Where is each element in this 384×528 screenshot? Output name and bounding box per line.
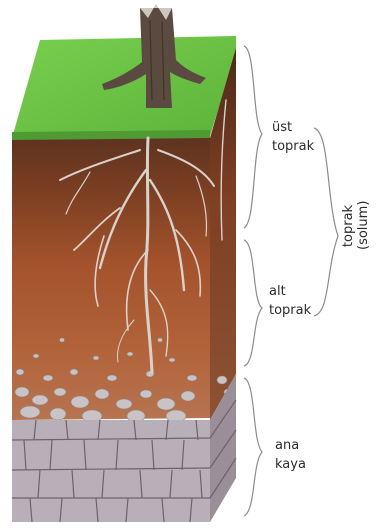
label-subsoil: alt toprak — [269, 282, 311, 320]
label-solum-line2: (solum) — [356, 202, 371, 250]
label-bedrock-line1: ana — [275, 436, 306, 455]
bedrock-front-face — [12, 420, 210, 522]
label-bedrock-line2: kaya — [275, 455, 306, 474]
label-topsoil: üst toprak — [272, 118, 314, 156]
label-bedrock: ana kaya — [275, 436, 306, 474]
label-topsoil-line1: üst — [272, 118, 314, 137]
grass-surface — [12, 36, 236, 138]
label-solum: toprak (solum) — [341, 202, 371, 250]
label-solum-line1: toprak — [341, 202, 356, 250]
label-subsoil-line1: alt — [269, 282, 311, 301]
label-subsoil-line2: toprak — [269, 301, 311, 320]
label-topsoil-line2: toprak — [272, 137, 314, 156]
